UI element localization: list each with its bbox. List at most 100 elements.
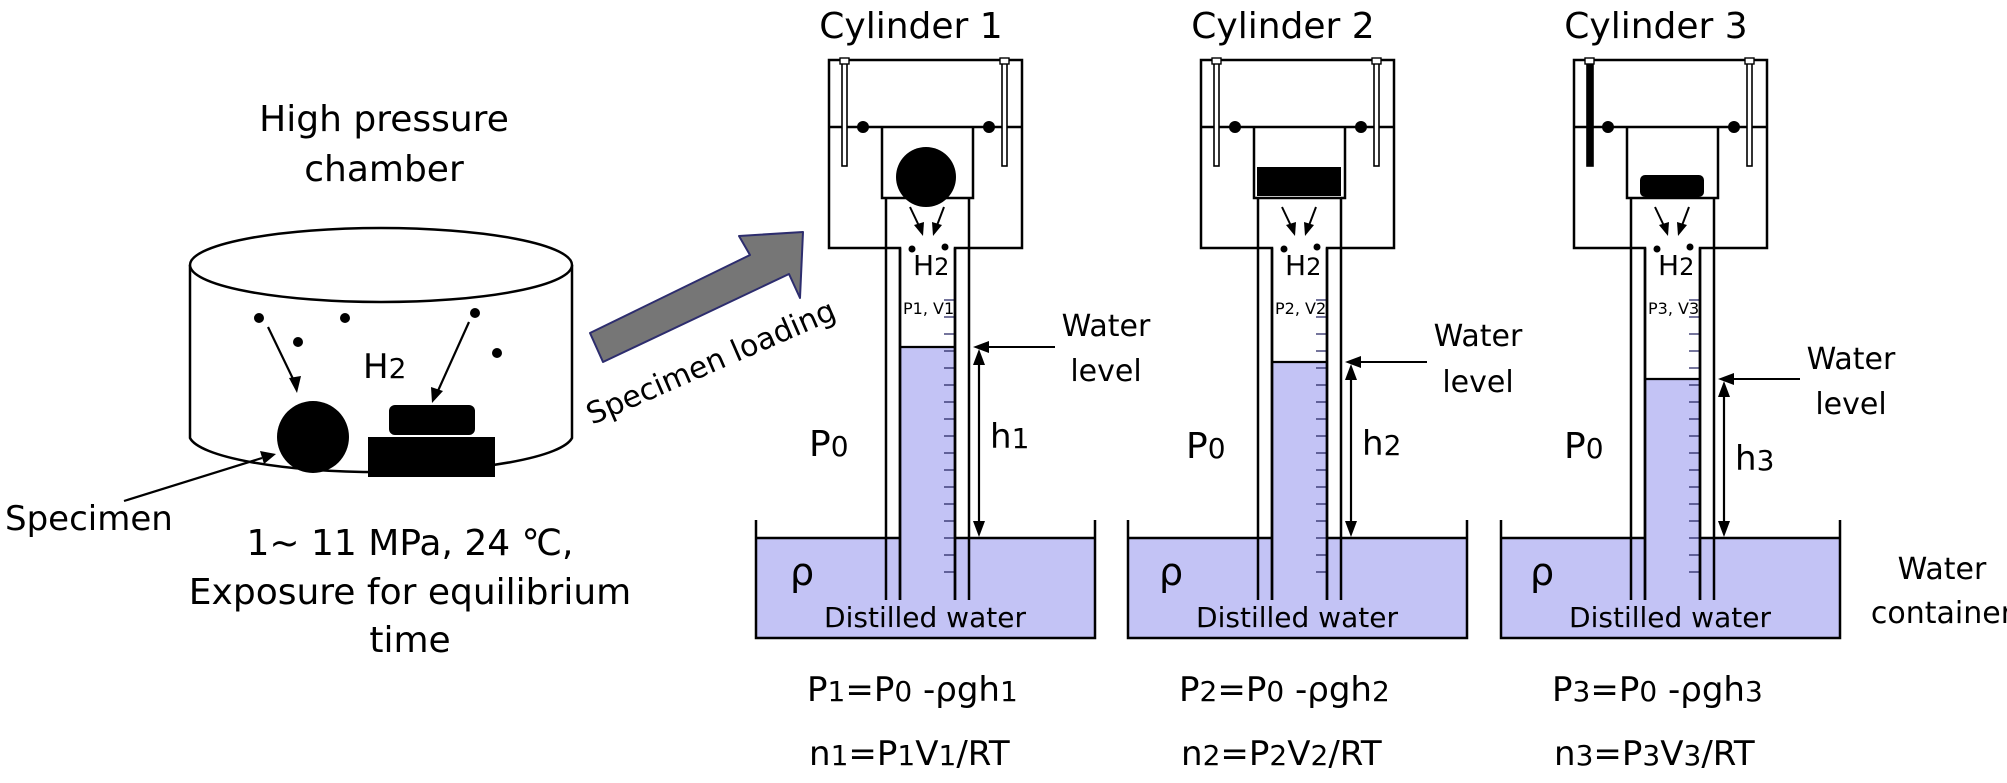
height-label: h2 xyxy=(1362,424,1401,464)
water-level-label-line2: level xyxy=(1070,354,1141,389)
h2-molecule-dot xyxy=(340,313,350,323)
bolt xyxy=(1728,121,1740,133)
cylinder-outline xyxy=(1199,58,1396,600)
bolt xyxy=(1602,121,1614,133)
condition-line1: 1~ 11 MPa, 24 ℃, xyxy=(247,523,574,564)
cylinder-title: Cylinder 1 xyxy=(819,6,1002,47)
arrow-head xyxy=(973,521,985,537)
specimen-label: Specimen xyxy=(5,499,173,539)
arrow-head xyxy=(1677,222,1687,236)
valve-rod-right xyxy=(1001,59,1008,167)
cylinder-outline xyxy=(1572,58,1769,600)
condition-line3: time xyxy=(369,620,450,661)
h2-molecule-dot xyxy=(1280,245,1288,253)
container-walls xyxy=(754,520,1097,640)
valve-rod-cap xyxy=(1744,57,1755,65)
cylinder-outline xyxy=(827,58,1024,600)
water-level-label-line1: Water xyxy=(1434,319,1523,354)
atmospheric-pressure-label: P0 xyxy=(1564,426,1604,467)
arrow-head xyxy=(973,349,985,365)
arrow-head xyxy=(289,376,301,393)
density-symbol: ρ xyxy=(1159,550,1183,594)
atmospheric-pressure-label: P0 xyxy=(1186,426,1226,467)
bolt xyxy=(983,121,995,133)
pressure-equation: P3=P0 -ρgh3 xyxy=(1552,670,1763,710)
water-column xyxy=(1272,362,1327,600)
bolt xyxy=(1229,121,1241,133)
cylinder-title: Cylinder 2 xyxy=(1191,6,1374,47)
valve-rod-cap xyxy=(1584,57,1595,65)
moles-equation: n3=P3V3/RT xyxy=(1554,734,1755,774)
valve-rod-left xyxy=(1586,59,1594,167)
valve-rod-cap xyxy=(999,57,1010,65)
specimen-cup xyxy=(1252,127,1347,200)
pv-label: P3, V3 xyxy=(1648,299,1699,318)
loading-arrow-shape xyxy=(589,231,804,363)
valve-rod-cap xyxy=(1371,57,1382,65)
arrow-head xyxy=(1345,356,1361,368)
high-pressure-chamber: High pressure chamber H2 Specimen 1~ 11 … xyxy=(5,99,631,661)
valve-rod-left xyxy=(1213,59,1220,167)
arrow-head xyxy=(1718,381,1730,397)
arrow-head xyxy=(932,222,942,236)
water-level-label-line2: level xyxy=(1815,387,1886,422)
specimen-slab-thin xyxy=(1640,175,1704,197)
specimen-sphere xyxy=(896,147,956,207)
chamber-lid xyxy=(188,226,574,304)
h2-molecule-dot xyxy=(941,243,949,251)
h2-molecule-dot xyxy=(293,337,303,347)
water-level-label-line1: Water xyxy=(1062,309,1151,344)
water-container-label-line2: container xyxy=(1871,596,2007,631)
h2-molecule-dot xyxy=(470,308,480,318)
bolt xyxy=(1355,121,1367,133)
arrow-head xyxy=(1345,364,1357,380)
valve-rod-left xyxy=(841,59,848,167)
cylinder-gas-label: H2 xyxy=(1658,249,1694,282)
specimen-slab xyxy=(1257,167,1341,196)
arrow-head xyxy=(431,387,443,403)
cylinder-title: Cylinder 3 xyxy=(1564,6,1747,47)
distilled-water-label: Distilled water xyxy=(1569,601,1771,634)
arrow-head xyxy=(1718,373,1734,385)
water-column xyxy=(1645,379,1700,600)
arrow-head xyxy=(1718,521,1730,537)
spherical-specimen xyxy=(277,401,349,473)
cylinder-gas-label: H2 xyxy=(913,249,949,282)
condition-line2: Exposure for equilibrium xyxy=(189,572,631,613)
arrow-head xyxy=(1345,521,1357,537)
valve-rod-right xyxy=(1373,59,1380,167)
moles-equation: n1=P1V1/RT xyxy=(809,734,1010,774)
container-walls xyxy=(1499,520,1842,640)
chamber-gas-label: H2 xyxy=(363,347,406,387)
h2-molecule-dot xyxy=(1313,243,1321,251)
pressure-equation: P2=P0 -ρgh2 xyxy=(1179,670,1390,710)
disk-specimen-base xyxy=(368,437,495,477)
specimen-pointer xyxy=(123,456,263,503)
h2-molecule-dot xyxy=(908,245,916,253)
h2-molecule-dot xyxy=(1653,245,1661,253)
disk-specimen-top xyxy=(389,405,475,435)
height-label: h3 xyxy=(1735,439,1774,479)
h2-molecule-dot xyxy=(492,348,502,358)
cylinder-gas-label: H2 xyxy=(1285,249,1321,282)
moles-equation: n2=P2V2/RT xyxy=(1181,734,1382,774)
h2-molecule-dot xyxy=(254,313,264,323)
valve-rod-cap xyxy=(839,57,850,65)
arrow-head xyxy=(1304,222,1314,236)
arrow-head xyxy=(1286,222,1296,236)
water-level-label-line1: Water xyxy=(1807,342,1896,377)
h2-molecule-dot xyxy=(1686,243,1694,251)
height-label: h1 xyxy=(990,417,1029,457)
distilled-water-label: Distilled water xyxy=(824,601,1026,634)
specimen-loading-label: Specimen loading xyxy=(581,293,841,432)
container-walls xyxy=(1126,520,1469,640)
arrow-head xyxy=(914,222,924,236)
specimen-loading-arrow: Specimen loading xyxy=(581,231,841,432)
chamber-title-line1: High pressure xyxy=(259,99,509,140)
chamber-title-line2: chamber xyxy=(304,149,464,190)
density-symbol: ρ xyxy=(790,550,814,594)
pv-label: P1, V1 xyxy=(903,299,954,318)
